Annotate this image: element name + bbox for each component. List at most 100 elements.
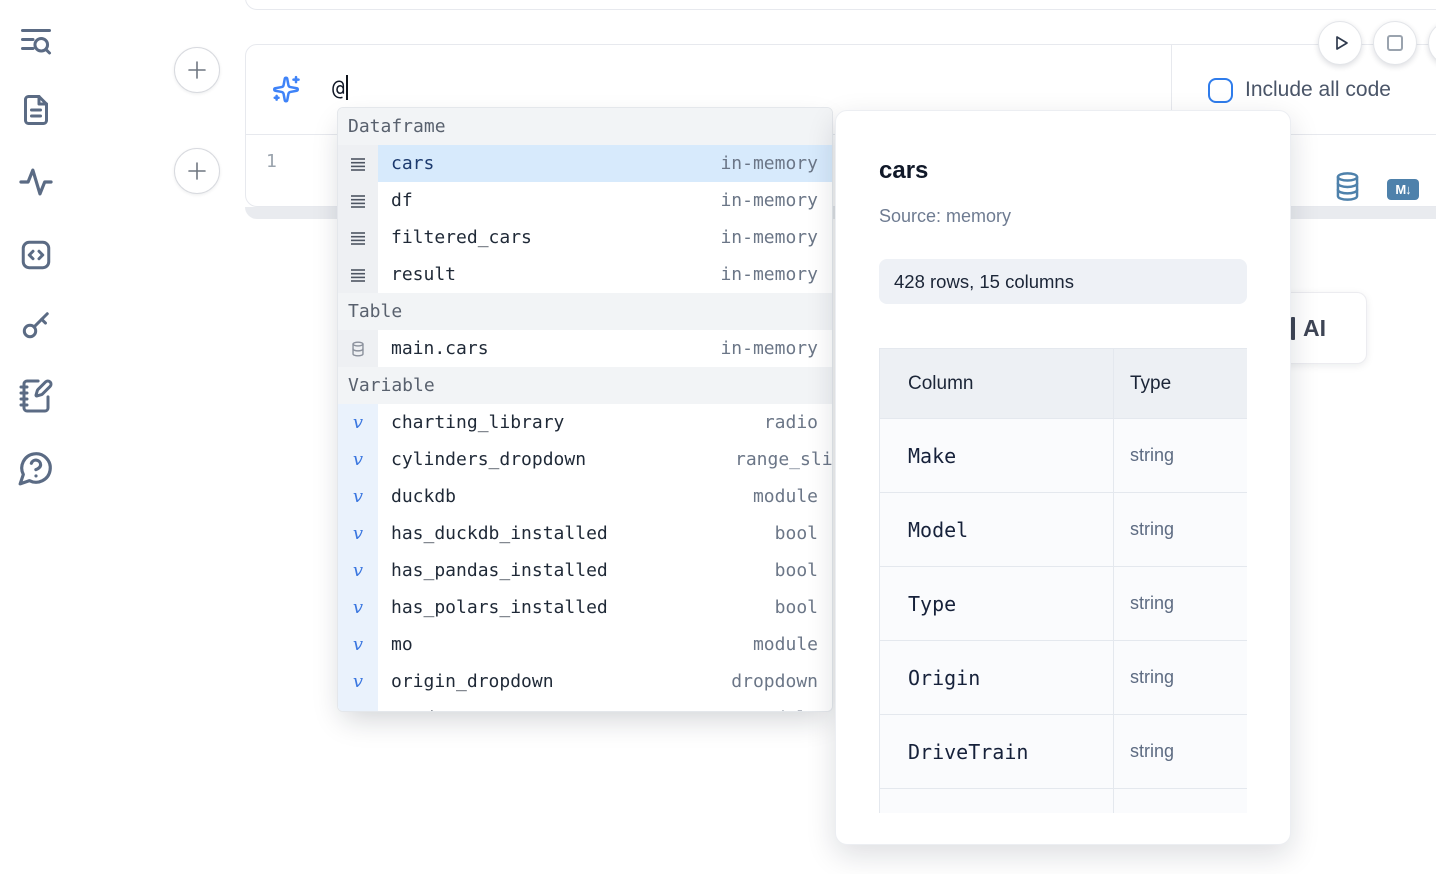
item-name: origin_dropdown xyxy=(391,671,554,692)
add-cell-button-bottom[interactable] xyxy=(174,148,220,194)
text-caret xyxy=(346,75,348,100)
line-number: 1 xyxy=(266,151,277,172)
item-type: radio xyxy=(764,412,832,433)
file-icon[interactable] xyxy=(16,90,56,130)
rows-icon xyxy=(338,256,378,293)
column-name-cell: Origin xyxy=(880,641,1114,715)
column-type-cell: string xyxy=(1114,567,1248,641)
stop-button[interactable] xyxy=(1373,21,1417,65)
add-cell-button-top[interactable] xyxy=(174,47,220,93)
item-name: has_polars_installed xyxy=(391,597,608,618)
item-type: bool xyxy=(775,523,832,544)
column-name-cell: Model xyxy=(880,493,1114,567)
variable-icon: v xyxy=(338,441,378,478)
column-type-cell: string xyxy=(1114,641,1248,715)
previous-cell-edge xyxy=(245,0,1436,10)
ai-sparkle-icon xyxy=(271,74,301,109)
autocomplete-item[interactable]: vmo module xyxy=(338,626,832,663)
include-all-code-label: Include all code xyxy=(1245,78,1391,102)
autocomplete-item[interactable]: v has_duckdb_installed bool xyxy=(338,515,832,552)
help-bubble-icon[interactable] xyxy=(16,448,56,488)
item-type: range_slider xyxy=(735,449,832,470)
autocomplete-item[interactable]: vcharting_libraryradio xyxy=(338,404,832,441)
item-name: cylinders_dropdown xyxy=(391,449,586,470)
item-name: duckdb xyxy=(391,486,456,507)
autocomplete-menu: Dataframecarsin-memorydfin-memoryfiltere… xyxy=(337,107,833,712)
column-name-cell: Make xyxy=(880,419,1114,493)
autocomplete-item[interactable]: vpandasmodule xyxy=(338,700,832,712)
column-type-cell: string xyxy=(1114,419,1248,493)
column-name-cell: Type xyxy=(880,567,1114,641)
item-name: pandas xyxy=(391,708,456,712)
column-name-cell: DriveTrain xyxy=(880,715,1114,789)
item-type: bool xyxy=(775,597,832,618)
list-search-icon[interactable] xyxy=(16,21,56,61)
autocomplete-item[interactable]: cars in-memory xyxy=(338,145,832,182)
autocomplete-item[interactable]: df in-memory xyxy=(338,182,832,219)
item-name: charting_library xyxy=(391,412,564,433)
run-cell-button[interactable] xyxy=(1318,21,1362,65)
item-name: filtered_cars xyxy=(391,227,532,248)
clipped-letter-fragment xyxy=(1291,317,1295,340)
item-type: in-memory xyxy=(720,264,832,285)
dataframe-preview-panel: cars Source: memory 428 rows, 15 columns… xyxy=(835,110,1291,845)
sidebar xyxy=(0,0,70,874)
autocomplete-section-header: Table xyxy=(338,293,832,330)
variable-icon: v xyxy=(338,552,378,589)
preview-table-wrap: ColumnType MakestringModelstringTypestri… xyxy=(879,348,1247,813)
column-type-cell: string xyxy=(1114,493,1248,567)
item-type: dropdown xyxy=(731,671,832,692)
schema-row: Originstring xyxy=(880,641,1248,715)
notebook-pen-icon[interactable] xyxy=(16,376,56,416)
autocomplete-item[interactable]: main.cars in-memory xyxy=(338,330,832,367)
item-type: in-memory xyxy=(720,227,832,248)
variable-icon: v xyxy=(338,589,378,626)
rows-icon xyxy=(338,219,378,256)
autocomplete-item[interactable]: result in-memory xyxy=(338,256,832,293)
autocomplete-item[interactable]: vhas_pandas_installedbool xyxy=(338,552,832,589)
autocomplete-item[interactable]: v has_polars_installed bool xyxy=(338,589,832,626)
autocomplete-item[interactable]: vorigin_dropdowndropdown xyxy=(338,663,832,700)
schema-row: DriveTrainstring xyxy=(880,715,1248,789)
item-type: in-memory xyxy=(720,190,832,211)
schema-row: Typestring xyxy=(880,567,1248,641)
autocomplete-item[interactable]: v cylinders_dropdown range_slider xyxy=(338,441,832,478)
schema-row: Modelstring xyxy=(880,493,1248,567)
activity-icon[interactable] xyxy=(16,162,56,202)
schema-row: Makestring xyxy=(880,419,1248,493)
preview-source: Source: memory xyxy=(879,205,1247,227)
preview-schema-table: ColumnType MakestringModelstringTypestri… xyxy=(879,348,1247,813)
autocomplete-section-header: Variable xyxy=(338,367,832,404)
item-type: in-memory xyxy=(720,153,832,174)
database-icon[interactable] xyxy=(1334,171,1361,207)
column-type-cell: string xyxy=(1114,715,1248,789)
markdown-convert-icon[interactable]: M↓ xyxy=(1387,179,1419,200)
code-icon[interactable] xyxy=(16,235,56,275)
variable-icon: v xyxy=(338,700,378,712)
rows-icon xyxy=(338,145,378,182)
preview-shape-badge: 428 rows, 15 columns xyxy=(879,259,1247,304)
key-icon[interactable] xyxy=(16,305,56,345)
schema-header-cell: Column xyxy=(880,349,1114,419)
item-name: main.cars xyxy=(391,338,489,359)
item-name: cars xyxy=(391,153,434,174)
item-name: result xyxy=(391,264,456,285)
item-type: module xyxy=(753,486,832,507)
autocomplete-section-header: Dataframe xyxy=(338,108,832,145)
item-name: has_duckdb_installed xyxy=(391,523,608,544)
schema-row-partial xyxy=(880,789,1248,814)
autocomplete-item[interactable]: filtered_cars in-memory xyxy=(338,219,832,256)
include-all-code-checkbox[interactable] xyxy=(1208,78,1233,103)
variable-icon: v xyxy=(338,515,378,552)
item-name: df xyxy=(391,190,413,211)
item-type: in-memory xyxy=(720,338,832,359)
item-name: mo xyxy=(391,634,413,655)
preview-title: cars xyxy=(879,157,1247,185)
variable-icon: v xyxy=(338,626,378,663)
database-icon xyxy=(338,330,378,367)
item-type: bool xyxy=(775,560,832,581)
autocomplete-item[interactable]: vduckdb module xyxy=(338,478,832,515)
variable-icon: v xyxy=(338,478,378,515)
ai-prompt-input[interactable]: @ xyxy=(332,75,348,100)
item-type: module xyxy=(753,634,832,655)
